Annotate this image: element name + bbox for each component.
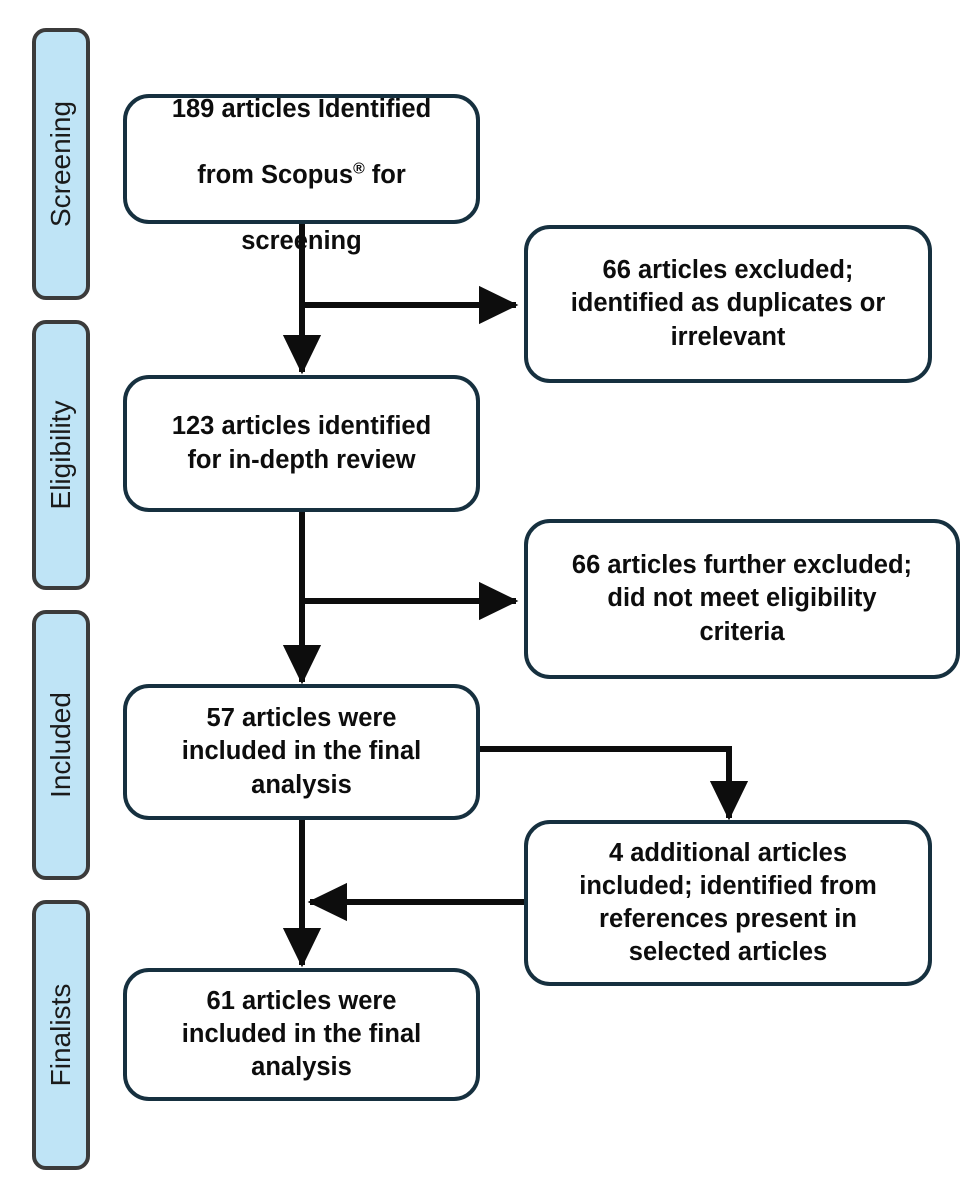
stage-tab-eligibility: Eligibility bbox=[32, 320, 90, 590]
node-final-total: 61 articles were included in the final a… bbox=[123, 968, 480, 1101]
stage-label-included: Included bbox=[45, 692, 76, 798]
stage-label-eligibility: Eligibility bbox=[45, 400, 76, 510]
node-in-depth-text: 123 articles identified for in-depth rev… bbox=[171, 412, 432, 474]
stage-tab-finalists: Finalists bbox=[32, 900, 90, 1170]
node-excluded-eligibility-text: 66 articles further excluded; did not me… bbox=[571, 551, 913, 646]
node-excluded-duplicates-text: 66 articles excluded; identified as dupl… bbox=[570, 256, 886, 351]
stage-tab-screening: Screening bbox=[32, 28, 90, 300]
node-included-final: 57 articles were included in the final a… bbox=[123, 684, 480, 820]
stage-label-finalists: Finalists bbox=[45, 983, 76, 1087]
edge-included-to-additional bbox=[478, 746, 749, 821]
node-excluded-duplicates: 66 articles excluded; identified as dupl… bbox=[524, 225, 932, 383]
stage-label-screening: Screening bbox=[45, 100, 76, 228]
node-final-total-text: 61 articles were included in the final a… bbox=[181, 986, 422, 1082]
node-included-final-text: 57 articles were included in the final a… bbox=[181, 704, 422, 799]
node-additional-refs-text: 4 additional articles included; identifi… bbox=[579, 838, 877, 967]
stage-tab-included: Included bbox=[32, 610, 90, 880]
registered-mark-icon: ® bbox=[353, 160, 365, 178]
node-excluded-eligibility: 66 articles further excluded; did not me… bbox=[524, 519, 960, 679]
node-additional-refs: 4 additional articles included; identifi… bbox=[524, 820, 932, 986]
node-identified-text: 189 articles Identified from Scopus® for… bbox=[171, 94, 432, 256]
node-in-depth: 123 articles identified for in-depth rev… bbox=[123, 375, 480, 512]
node-identified: 189 articles Identified from Scopus® for… bbox=[123, 94, 480, 255]
